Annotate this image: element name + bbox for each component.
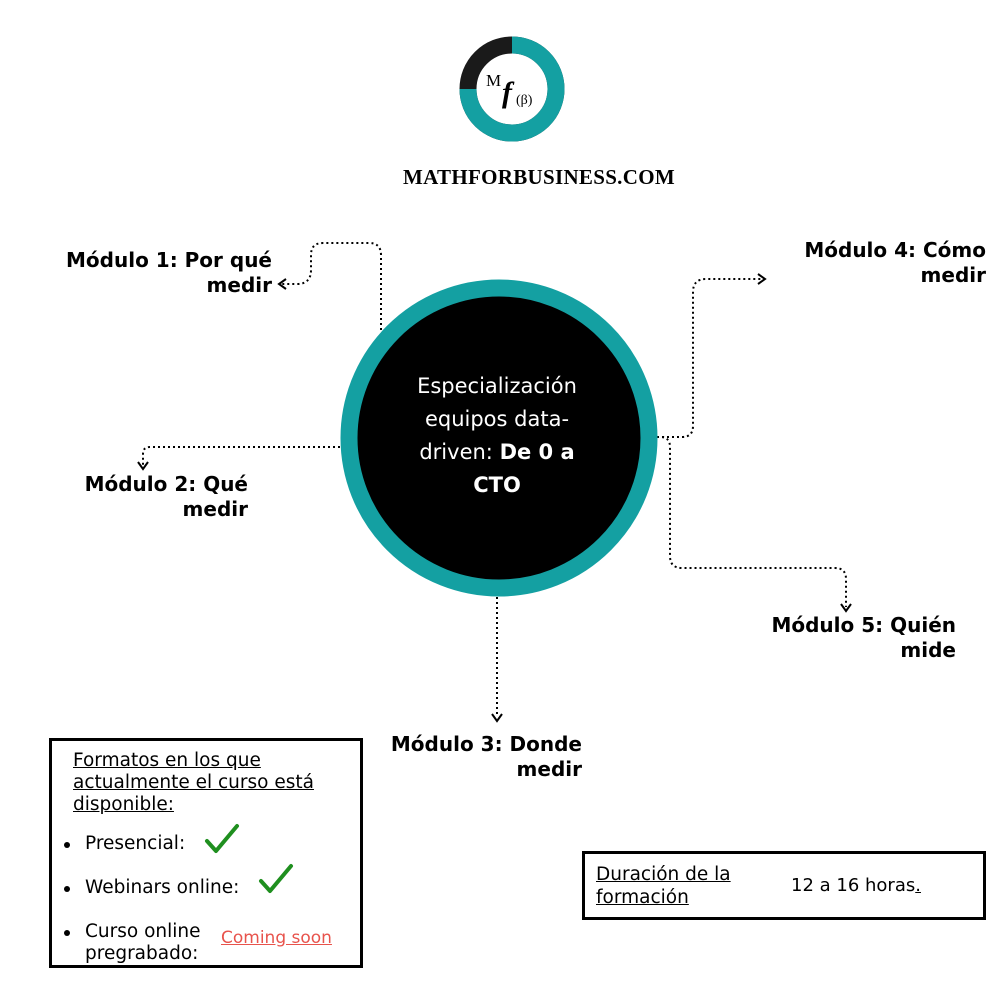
format-item-label-line1: Curso online — [85, 921, 201, 942]
module-2-line2: medir — [182, 497, 248, 521]
arrowhead-module-3 — [491, 713, 503, 723]
duration-value-wrap: 12 a 16 horas. — [791, 875, 921, 897]
logo-monogram-main: f — [502, 76, 515, 109]
formats-box: Formatos en los que actualmente el curso… — [49, 738, 363, 968]
center-title-line3-plain: driven: — [419, 440, 500, 464]
check-icon — [259, 864, 293, 893]
coming-soon-link[interactable]: Coming soon — [221, 928, 332, 948]
module-4-line1: Módulo 4: Cómo — [804, 238, 986, 262]
connector-module-1 — [280, 242, 382, 330]
module-3-label: Módulo 3: Donde medir — [360, 732, 582, 782]
module-3-line1: Módulo 3: Donde — [390, 732, 582, 756]
center-title-line4: CTO — [368, 469, 626, 502]
center-title-line4-bold: CTO — [473, 473, 521, 497]
site-name: MATHFORBUSINESS.COM — [403, 165, 675, 189]
check-icon — [205, 824, 239, 853]
module-1-line1: Módulo 1: Por qué — [66, 248, 272, 272]
bullet-icon — [64, 842, 70, 848]
format-item-label-line2: pregrabado: — [85, 943, 199, 964]
module-4-line2: medir — [920, 263, 986, 287]
connector-module-4 — [657, 278, 763, 438]
duration-value: 12 a 16 horas — [791, 875, 916, 896]
arrowhead-module-5 — [840, 603, 852, 613]
module-5-label: Módulo 5: Quién mide — [730, 613, 956, 663]
module-3-line2: medir — [516, 757, 582, 781]
logo: M f (β) — [459, 36, 565, 142]
module-2-label: Módulo 2: Qué medir — [40, 472, 248, 522]
duration-value-tail: . — [915, 875, 921, 896]
duration-label: Duración de la formación — [596, 864, 731, 908]
module-1-label: Módulo 1: Por qué medir — [40, 248, 272, 298]
module-5-line1: Módulo 5: Quién — [771, 613, 956, 637]
center-title-line3: driven: De 0 a — [368, 436, 626, 469]
connector-module-5 — [657, 436, 847, 607]
logo-ring — [459, 36, 565, 142]
bullet-icon — [64, 886, 70, 892]
module-2-line1: Módulo 2: Qué — [84, 472, 248, 496]
bullet-icon — [64, 930, 70, 936]
module-1-line2: medir — [206, 273, 272, 297]
duration-box: Duración de la formación 12 a 16 horas. — [582, 851, 986, 920]
center-circle — [340, 279, 658, 597]
format-item-label: Webinars online: — [85, 877, 240, 898]
formats-title: Formatos en los que actualmente el curso… — [73, 750, 314, 815]
center-title: Especialización equipos data- driven: De… — [368, 370, 626, 502]
logo-monogram-sub: (β) — [516, 93, 533, 108]
arrowhead-module-1 — [277, 278, 287, 290]
module-4-label: Módulo 4: Cómo medir — [760, 238, 986, 288]
center-title-line1: Especialización — [417, 374, 577, 398]
center-title-line3-bold: De 0 a — [499, 440, 575, 464]
connector-module-2 — [142, 443, 347, 466]
center-title-line2: equipos data- — [424, 407, 570, 431]
logo-monogram-top: M — [486, 71, 501, 90]
arrowhead-module-4 — [757, 273, 767, 285]
module-5-line2: mide — [900, 638, 956, 662]
format-item-label: Presencial: — [85, 833, 186, 854]
arrowhead-module-2 — [137, 461, 149, 471]
